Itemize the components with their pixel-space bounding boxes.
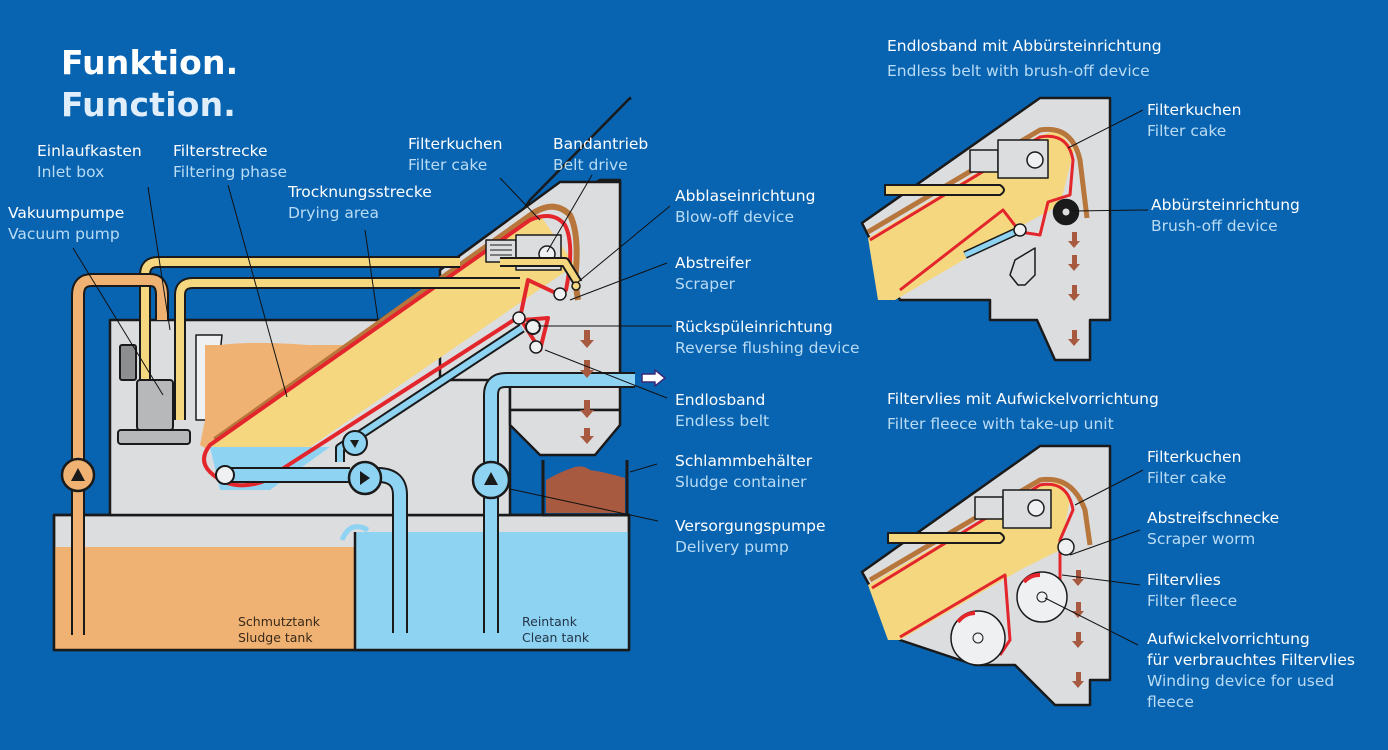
label-scraper: Abstreifer Scraper	[675, 254, 751, 293]
label-clean-tank: Reintank Clean tank	[522, 614, 590, 645]
fleece-variant-heading: Filtervlies mit Aufwickelvorrichtung Fil…	[887, 390, 1159, 433]
sludge-heap	[546, 466, 625, 513]
vacuum-pipe-lower	[176, 279, 520, 420]
clean-drain-pipe	[377, 469, 406, 633]
supply-pipe	[485, 374, 635, 633]
title-en: Function.	[61, 85, 237, 124]
label-sludge-tank: Schmutztank Sludge tank	[238, 614, 321, 645]
brush-label-filter-cake: Filterkuchen Filter cake	[1147, 101, 1242, 140]
label-inlet-box: Einlaufkasten Inlet box	[37, 142, 142, 181]
title-de: Funktion.	[61, 43, 239, 82]
label-belt-drive: Bandantrieb Belt drive	[553, 135, 649, 174]
reverse-flushing-nozzle	[525, 319, 541, 335]
discharge-hopper	[508, 408, 622, 457]
filter-cake-band	[213, 203, 581, 443]
label-reverse-flushing: Rückspüleinrichtung Reverse flushing dev…	[675, 318, 860, 357]
flushing-pipe	[337, 325, 524, 462]
brush-label-brush-off: Abbürsteinrichtung Brush-off device	[1151, 196, 1300, 235]
label-endless-belt: Endlosband Endless belt	[675, 391, 770, 430]
leader-lines	[72, 174, 672, 522]
blow-off-nozzle	[571, 281, 581, 291]
sludge-container	[541, 460, 629, 517]
label-drying-area: Trocknungsstrecke Drying area	[288, 183, 432, 222]
label-filtering-phase: Filterstrecke Filtering phase	[173, 142, 288, 181]
brush-variant-diagram	[860, 96, 1112, 362]
label-blow-off: Abblaseinrichtung Blow-off device	[675, 187, 816, 226]
sludge-feed-pipe	[73, 275, 167, 470]
scraper-worm-icon	[1057, 538, 1075, 556]
label-filter-cake: Filterkuchen Filter cake	[408, 135, 503, 174]
fleece-label-filter-fleece: Filtervlies Filter fleece	[1147, 571, 1238, 610]
discharge-arrows	[580, 330, 594, 444]
fleece-variant-diagram	[860, 444, 1112, 707]
vacuum-pump-motor	[119, 344, 137, 381]
vacuum-pump-base	[117, 429, 191, 445]
fleece-label-scraper-worm: Abstreifschnecke Scraper worm	[1147, 509, 1280, 548]
deflection-roller	[553, 287, 567, 301]
label-vacuum-pump: Vakuumpumpe Vacuum pump	[8, 204, 125, 243]
overflow-icon	[339, 524, 370, 542]
outlet-arrow-icon	[641, 369, 666, 387]
sludge-tank-fill	[55, 547, 355, 649]
page-title: Funktion. Function.	[61, 42, 238, 126]
brush-variant-heading: Endlosband mit Abbürsteinrichtung Endles…	[887, 37, 1162, 80]
fleece-label-winding: Aufwickelvorrichtung für verbrauchtes Fi…	[1147, 630, 1355, 711]
label-delivery-pump: Versorgungspumpe Delivery pump	[675, 517, 826, 556]
label-sludge-container: Schlammbehälter Sludge container	[675, 452, 813, 491]
fleece-label-filter-cake: Filterkuchen Filter cake	[1147, 448, 1242, 487]
vacuum-pump	[136, 379, 174, 431]
